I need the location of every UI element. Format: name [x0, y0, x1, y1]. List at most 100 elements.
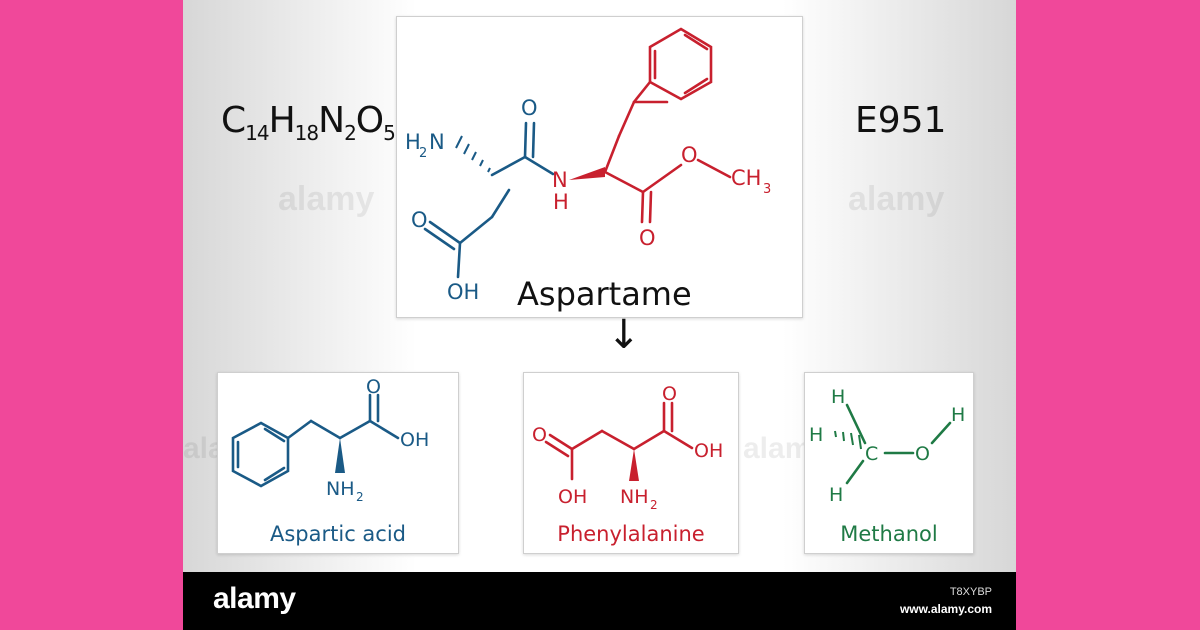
down-arrow-icon: ↓ — [607, 312, 641, 358]
atom-h-top: H — [831, 386, 845, 408]
bond — [544, 440, 570, 458]
bond — [641, 163, 683, 194]
image-id: T8XYBP — [949, 586, 992, 598]
atom-nh: NH — [620, 486, 649, 508]
bold-wedge — [335, 438, 345, 473]
methanol-structure: H H H C O H — [809, 386, 965, 506]
bond — [600, 429, 636, 451]
product-card-methanol: H H H C O H Methanol — [804, 372, 974, 554]
stock-footer: alamy T8XYBP www.alamy.com — [183, 572, 1016, 630]
formula-n-count: 2 — [344, 121, 357, 146]
phenylalanine-structure: O O OH OH NH 2 — [532, 383, 723, 512]
bond — [617, 100, 636, 138]
aspartame-structure: H 2 N O N H O CH 3 O O OH — [405, 27, 771, 304]
hashed-wedge — [455, 135, 491, 173]
bond — [458, 215, 494, 245]
hashed-wedge — [834, 430, 862, 450]
bond — [368, 419, 400, 440]
atom-o-amide: O — [521, 96, 538, 120]
product-name: Phenylalanine — [557, 522, 705, 546]
bond — [428, 220, 462, 245]
illustration-canvas: alamy alamy alamy alamy C14H18N2O5 E951 — [183, 0, 1016, 572]
atom-o-right: O — [662, 383, 677, 405]
watermark-logo: alamy — [278, 180, 375, 218]
atom-nh-2: 2 — [650, 498, 658, 512]
atom-nh-2: 2 — [356, 490, 364, 504]
atom-h-right: H — [951, 404, 965, 426]
bond — [648, 190, 653, 224]
bond — [548, 433, 574, 451]
bond — [683, 33, 709, 51]
e-number: E951 — [855, 100, 947, 141]
atom-h2n-2: 2 — [419, 146, 427, 161]
product-name: Methanol — [840, 522, 938, 546]
bond — [845, 403, 867, 445]
bond — [696, 158, 732, 179]
atom-o-carbonyl: O — [639, 226, 656, 250]
benzene-ring — [648, 27, 713, 101]
product-card-phenylalanine: O O OH OH NH 2 Phenylalanine — [523, 372, 739, 554]
atom-h2n-h: H — [405, 130, 421, 154]
formula-c: C — [221, 100, 246, 141]
bond — [930, 421, 952, 445]
compound-title: Aspartame — [517, 275, 692, 313]
bond — [570, 429, 604, 451]
atom-oh: OH — [400, 429, 429, 451]
bond — [603, 170, 645, 194]
formula-h: H — [268, 100, 296, 141]
left-pink-border — [0, 0, 183, 630]
atom-ch3: CH — [731, 166, 761, 190]
aspartic-acid-structure: O OH NH 2 — [231, 376, 429, 504]
atom-oh-right: OH — [694, 440, 723, 462]
formula-c-count: 14 — [245, 121, 269, 146]
atom-nh-n: N — [552, 168, 568, 192]
atom-ch3-3: 3 — [763, 182, 771, 197]
formula-o-count: 5 — [383, 121, 396, 146]
atom-nh: NH — [326, 478, 355, 500]
formula-n: N — [318, 100, 345, 141]
bond — [309, 419, 342, 440]
atom-o-ester: O — [681, 143, 698, 167]
bond — [523, 155, 555, 176]
site-link[interactable]: www.alamy.com — [899, 602, 992, 616]
bond — [263, 427, 286, 443]
product-name: Aspartic acid — [269, 522, 406, 546]
bond — [640, 190, 645, 224]
bond — [490, 188, 511, 219]
watermark-logo: alamy — [848, 180, 945, 218]
product-card-aspartic-acid: O OH NH 2 Aspartic acid — [217, 372, 459, 554]
atom-nh-h: H — [553, 190, 569, 214]
bond — [423, 227, 456, 251]
formula-o: O — [355, 100, 384, 141]
aspartame-card: H 2 N O N H O CH 3 O O OH Aspartame — [396, 16, 803, 318]
molecular-formula: C14H18N2O5 — [221, 100, 396, 146]
atom-h-bottom: H — [829, 484, 843, 506]
bold-wedge — [629, 449, 639, 481]
bond — [632, 80, 652, 104]
bond — [456, 241, 462, 279]
bond — [531, 121, 536, 159]
formula-h-count: 18 — [294, 121, 319, 146]
atom-o-acid: O — [411, 208, 428, 232]
bond — [662, 429, 694, 450]
atom-o: O — [915, 443, 930, 465]
atom-c: C — [865, 443, 878, 465]
bond — [523, 121, 528, 159]
bond — [263, 466, 286, 482]
atom-h2n-n: N — [429, 130, 445, 154]
bond — [632, 429, 666, 451]
atom-o: O — [366, 376, 381, 398]
bond — [603, 134, 621, 174]
bold-wedge — [569, 167, 605, 180]
alamy-logo: alamy — [213, 582, 296, 615]
right-pink-border — [1017, 0, 1200, 630]
atom-oh-left: OH — [558, 486, 587, 508]
atom-o-left: O — [532, 424, 547, 446]
bond — [338, 419, 372, 440]
atom-h-left: H — [809, 424, 823, 446]
benzene-ring — [231, 421, 290, 488]
bond — [683, 77, 709, 95]
bond — [286, 419, 313, 440]
atom-oh-acid: OH — [447, 280, 479, 304]
